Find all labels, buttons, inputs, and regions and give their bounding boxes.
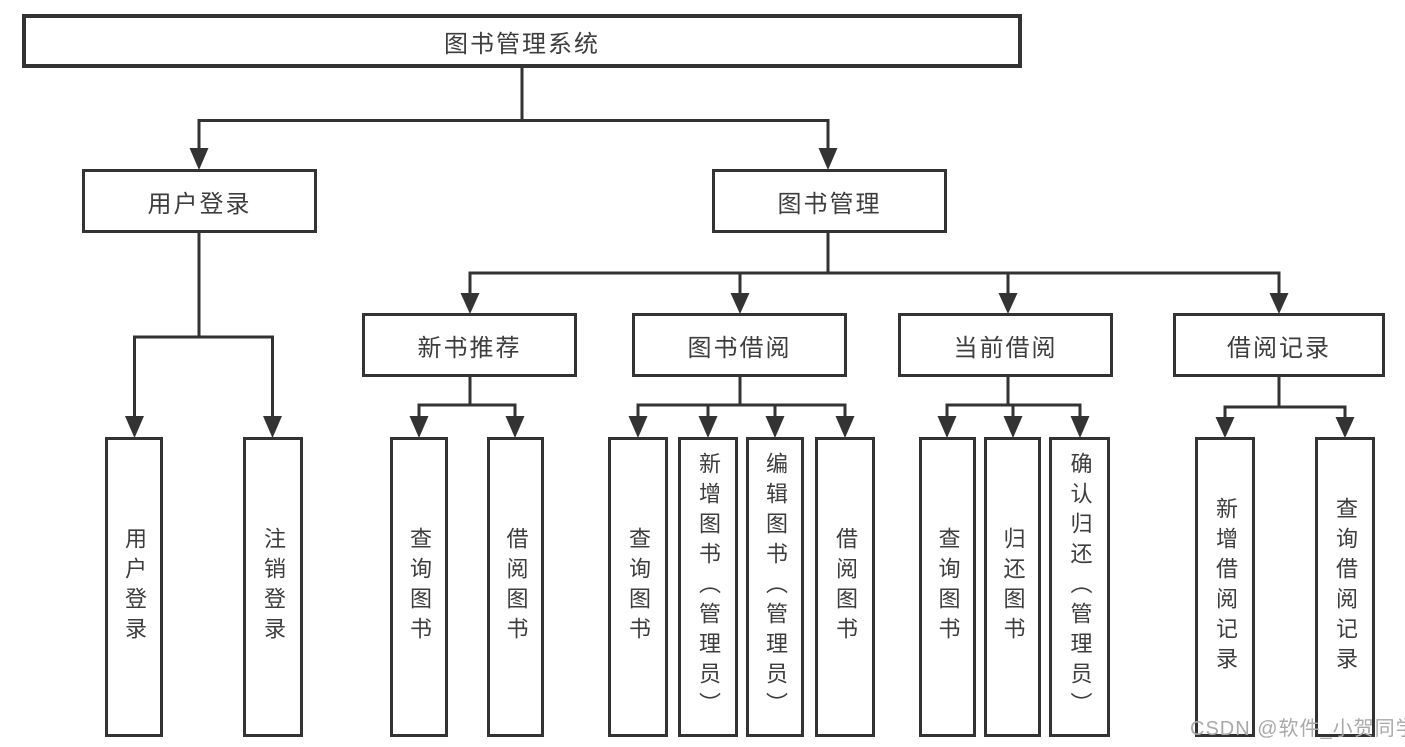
node-root-label: 图书管理系统 bbox=[444, 30, 600, 58]
leaf-return-book: 归还图书 bbox=[984, 437, 1041, 737]
node-current-borrow: 当前借阅 bbox=[898, 313, 1113, 377]
node-new-book-recommend: 新书推荐 bbox=[362, 313, 577, 377]
node-user-login: 用户登录 bbox=[82, 169, 317, 233]
node-book-management-label: 图书管理 bbox=[777, 190, 882, 218]
node-new-book-recommend-label: 新书推荐 bbox=[417, 334, 522, 362]
connector-book-borrow-branch bbox=[628, 377, 855, 438]
leaf-borrow-books-recommend: 借阅图书 bbox=[487, 437, 544, 737]
leaf-query-books-recommend: 查询图书 bbox=[390, 437, 448, 737]
leaf-confirm-return-admin: 确认归还（管理员） bbox=[1049, 437, 1110, 737]
leaf-logout: 注销登录 bbox=[243, 437, 303, 737]
node-current-borrow-label: 当前借阅 bbox=[953, 334, 1058, 362]
leaf-query-books-borrow: 查询图书 bbox=[608, 437, 668, 737]
connector-user-login-branch bbox=[125, 233, 282, 438]
watermark-text: CSDN @软件_小贺同学 bbox=[1190, 718, 1405, 740]
node-borrow-records-label: 借阅记录 bbox=[1227, 334, 1331, 362]
connector-new-book-recommend-branch bbox=[409, 377, 525, 438]
connector-current-borrow-branch bbox=[937, 377, 1090, 438]
connector-borrow-records-branch bbox=[1215, 377, 1355, 438]
leaf-add-borrow-record: 新增借阅记录 bbox=[1195, 437, 1255, 737]
node-user-login-label: 用户登录 bbox=[147, 190, 252, 218]
node-root: 图书管理系统 bbox=[22, 14, 1022, 68]
leaf-query-borrow-record: 查询借阅记录 bbox=[1315, 437, 1375, 737]
leaf-add-book-admin: 新增图书（管理员） bbox=[678, 437, 738, 737]
leaf-borrow-books: 借阅图书 bbox=[815, 437, 875, 737]
connector-root-branch bbox=[189, 68, 838, 170]
leaf-user-login: 用户登录 bbox=[105, 437, 163, 737]
node-book-borrow: 图书借阅 bbox=[632, 313, 847, 377]
node-book-management: 图书管理 bbox=[712, 169, 947, 233]
node-book-borrow-label: 图书借阅 bbox=[687, 334, 792, 362]
connector-book-management-branch bbox=[460, 233, 1289, 314]
node-borrow-records: 借阅记录 bbox=[1173, 313, 1385, 377]
leaf-query-books-current: 查询图书 bbox=[919, 437, 976, 737]
leaf-edit-book-admin: 编辑图书（管理员） bbox=[746, 437, 804, 737]
